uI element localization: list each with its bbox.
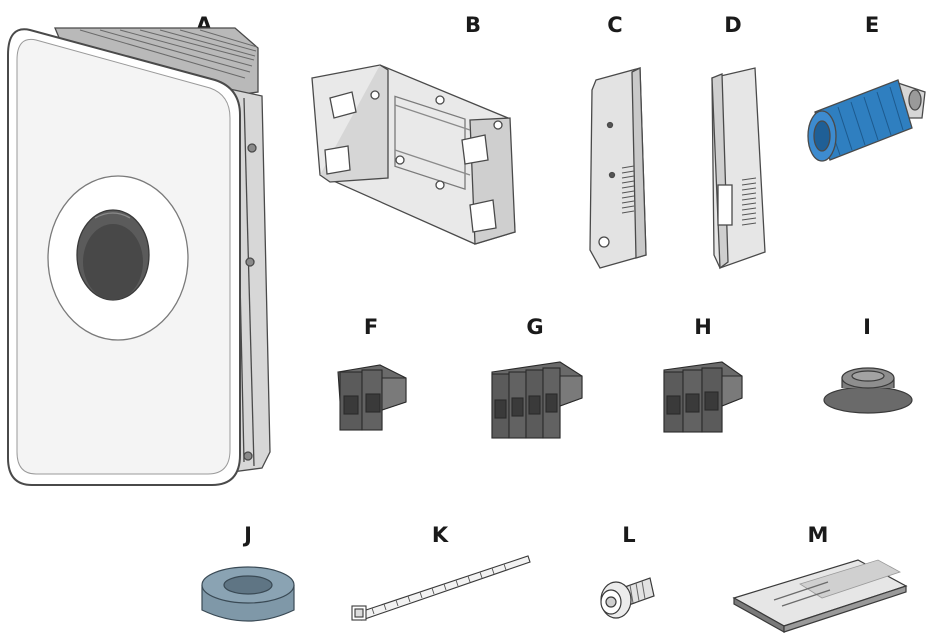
label-f: F (364, 315, 378, 339)
label-b: B (465, 13, 481, 37)
label-m: M (808, 523, 829, 547)
label-l: L (622, 523, 635, 547)
label-g: G (526, 315, 543, 339)
side-cover-left-illustration (589, 66, 647, 269)
label-h: H (694, 315, 712, 339)
inverter-unit-illustration (7, 27, 271, 486)
four-pole-terminal-plug-illustration (491, 361, 583, 439)
label-c: C (607, 13, 622, 37)
ferrite-ring-illustration (201, 566, 295, 622)
label-i: I (863, 315, 871, 339)
documentation-booklet-illustration (732, 559, 908, 634)
label-e: E (865, 13, 879, 37)
cable-tie-illustration (351, 555, 531, 621)
blue-cable-gland-sleeve-illustration (807, 79, 926, 162)
sealing-plug-illustration (823, 367, 913, 414)
three-pole-terminal-plug-illustration (663, 361, 743, 433)
label-j: J (242, 523, 252, 547)
two-pole-terminal-plug-illustration (337, 364, 407, 431)
side-cover-right-illustration (711, 67, 766, 270)
screw-with-washer-illustration (600, 577, 655, 619)
label-d: D (724, 13, 741, 37)
wall-mounting-bracket-illustration (311, 64, 516, 245)
label-k: K (432, 523, 449, 547)
